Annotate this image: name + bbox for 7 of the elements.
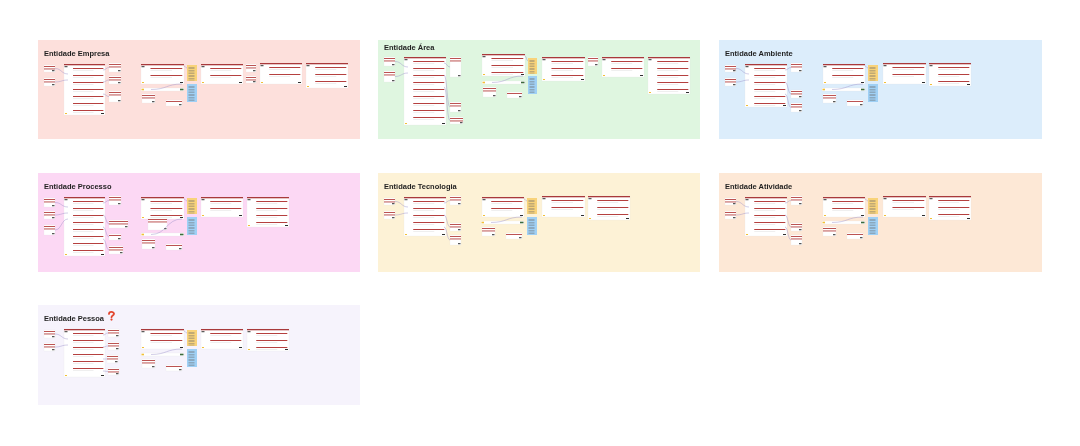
frame	[378, 40, 700, 139]
frame	[38, 40, 360, 139]
frame	[38, 173, 360, 272]
frame	[378, 173, 700, 272]
frame	[719, 173, 1042, 272]
frame	[719, 40, 1042, 139]
frame	[38, 305, 360, 405]
